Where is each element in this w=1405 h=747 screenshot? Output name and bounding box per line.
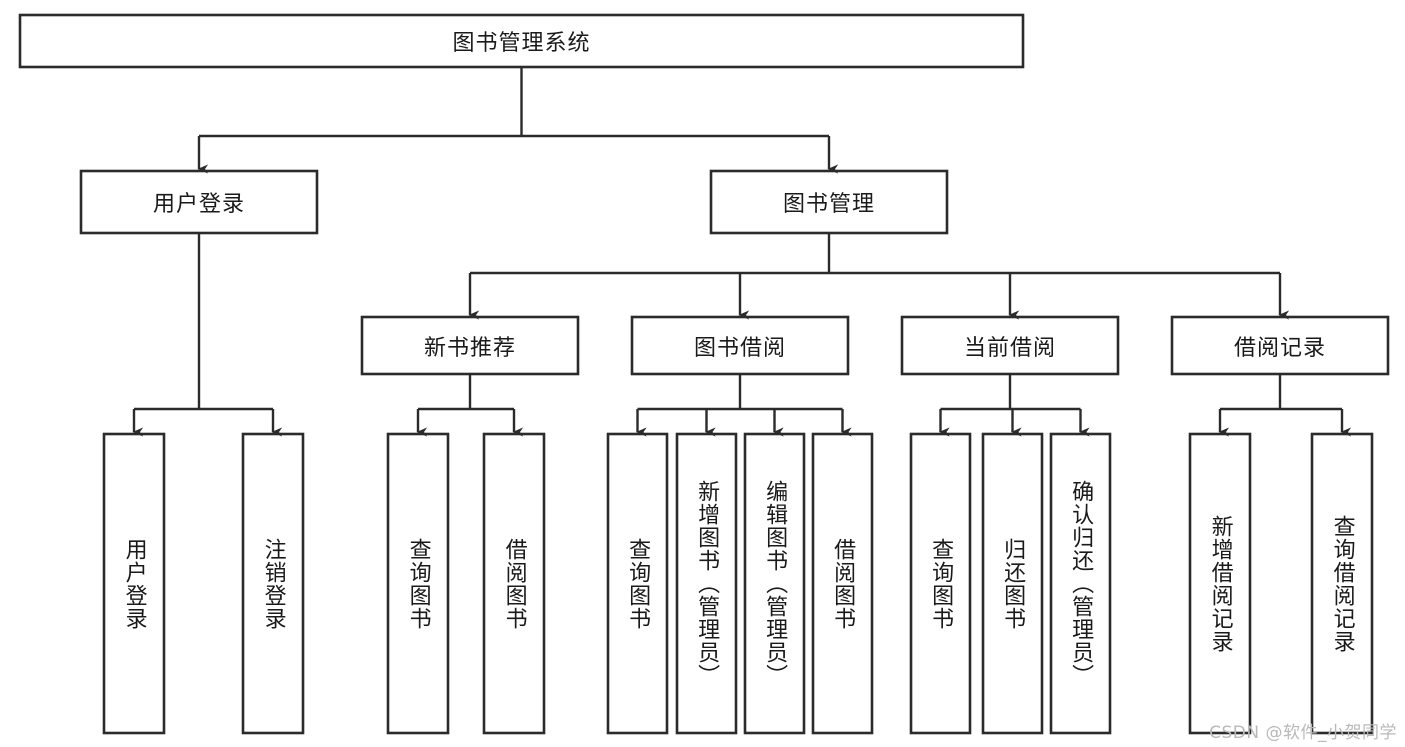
node-box-leaf-9 — [981, 432, 1044, 735]
node-box-leaf-6 — [743, 432, 806, 735]
node-box-leaf-12 — [1310, 432, 1374, 735]
node-box-leaf-5 — [675, 432, 738, 735]
node-boxes-layer — [18, 13, 1390, 735]
node-box-leaf-3 — [482, 432, 546, 735]
csdn-watermark: CSDN @软件_小贺同学 — [1209, 723, 1397, 743]
node-box-leaf-1 — [241, 432, 305, 735]
node-box-leaf-11 — [1188, 432, 1252, 735]
node-box-leaf-10 — [1049, 432, 1112, 735]
node-box-leaf-0 — [102, 432, 166, 735]
node-box-l2-1 — [709, 169, 949, 235]
node-box-l3-1 — [630, 315, 850, 376]
node-box-l3-3 — [1170, 315, 1390, 376]
connectors-layer — [132, 67, 1352, 437]
node-box-l3-0 — [360, 315, 580, 376]
node-box-leaf-7 — [811, 432, 874, 735]
node-box-leaf-4 — [606, 432, 669, 735]
node-box-l2-0 — [79, 169, 319, 235]
node-box-root-0 — [18, 13, 1025, 69]
node-box-l3-2 — [900, 315, 1120, 376]
node-box-leaf-2 — [386, 432, 450, 735]
node-box-leaf-8 — [909, 432, 972, 735]
